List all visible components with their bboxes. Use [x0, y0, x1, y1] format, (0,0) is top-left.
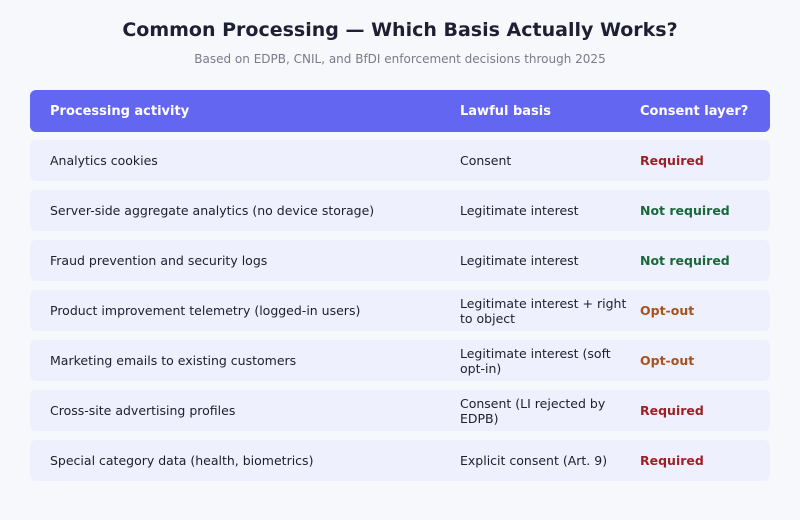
basis-cell: Explicit consent (Art. 9) [460, 453, 608, 468]
table-row: Cross-site advertising profiles Consent (… [30, 390, 770, 431]
consent-status: Opt-out [640, 353, 695, 368]
column-header-activity: Processing activity [50, 103, 190, 119]
activity-cell: Server-side aggregate analytics (no devi… [50, 203, 375, 218]
consent-status: Opt-out [640, 303, 695, 318]
table-header: Processing activity Lawful basis Consent… [30, 90, 770, 132]
consent-status: Required [640, 153, 704, 168]
table-row: Server-side aggregate analytics (no devi… [30, 190, 770, 231]
activity-cell: Fraud prevention and security logs [50, 253, 268, 268]
table-row: Marketing emails to existing customers Le… [30, 340, 770, 381]
activity-cell: Special category data (health, biometric… [50, 453, 314, 468]
activity-cell: Marketing emails to existing customers [50, 353, 297, 368]
table-row: Fraud prevention and security logs Legiti… [30, 240, 770, 281]
basis-cell: Consent (LI rejected by EDPB) [460, 395, 606, 426]
consent-status: Not required [640, 203, 730, 218]
consent-status: Required [640, 403, 704, 418]
consent-status: Not required [640, 253, 730, 268]
activity-cell: Cross-site advertising profiles [50, 403, 236, 418]
basis-cell: Consent [460, 153, 512, 168]
activity-cell: Analytics cookies [50, 153, 158, 168]
activity-cell: Product improvement telemetry (logged-in… [50, 303, 361, 318]
basis-cell: Legitimate interest + right to object [460, 295, 627, 326]
table-row: Product improvement telemetry (logged-in… [30, 290, 770, 331]
consent-status: Required [640, 453, 704, 468]
basis-cell: Legitimate interest [460, 203, 579, 218]
basis-cell: Legitimate interest (soft opt-in) [460, 345, 611, 376]
column-header-consent: Consent layer? [640, 103, 749, 119]
page-title: Common Processing — Which Basis Actually… [122, 19, 678, 41]
column-header-basis: Lawful basis [460, 103, 551, 119]
page-subtitle: Based on EDPB, CNIL, and BfDI enforcemen… [194, 52, 606, 66]
table-row: Analytics cookies Consent Required [30, 140, 770, 181]
basis-cell: Legitimate interest [460, 253, 579, 268]
table-row: Special category data (health, biometric… [30, 440, 770, 481]
